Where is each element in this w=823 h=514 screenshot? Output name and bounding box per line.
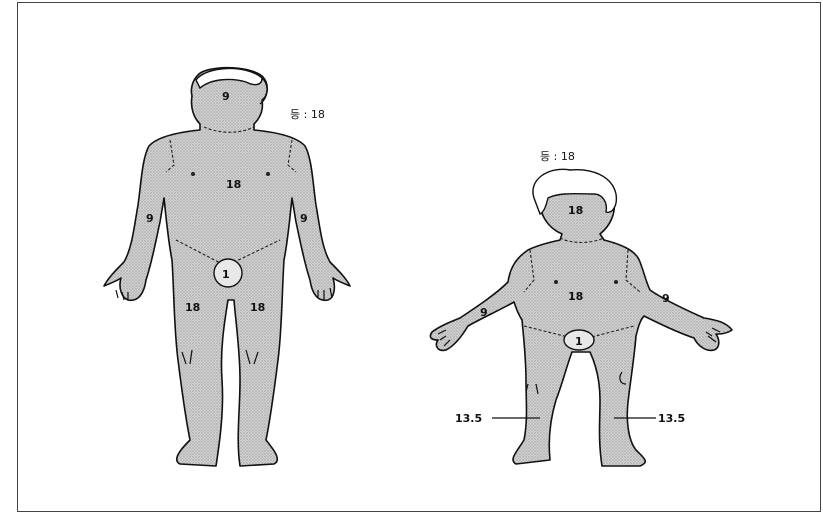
adult-back-label: 등 : 18	[290, 108, 325, 121]
child-right-nipple	[614, 280, 618, 284]
adult-left-nipple	[191, 172, 195, 176]
adult-right-arm-label: 9	[300, 212, 308, 225]
child-left-leg-label: 13.5	[455, 412, 482, 425]
adult-right-leg-label: 18	[250, 301, 265, 314]
adult-left-arm-label: 9	[146, 212, 154, 225]
child-left-nipple	[554, 280, 558, 284]
child-trunk-label: 18	[568, 290, 583, 303]
adult-genital-label: 1	[222, 268, 230, 281]
adult-trunk-label: 18	[226, 178, 241, 191]
adult-left-leg-label: 18	[185, 301, 200, 314]
child-right-leg-label: 13.5	[658, 412, 685, 425]
child-left-arm-label: 9	[480, 306, 488, 319]
child-right-arm-label: 9	[662, 292, 670, 305]
child-back-label: 등 : 18	[540, 150, 575, 163]
child-figure: 18 18 9 9 1 13.5 13.5 등 : 18	[430, 150, 732, 466]
adult-figure: 9 18 9 9 1 18 18 등 : 18	[104, 68, 350, 466]
adult-head-label: 9	[222, 90, 230, 103]
adult-right-nipple	[266, 172, 270, 176]
child-head-label: 18	[568, 204, 583, 217]
child-genital-label: 1	[575, 335, 583, 348]
